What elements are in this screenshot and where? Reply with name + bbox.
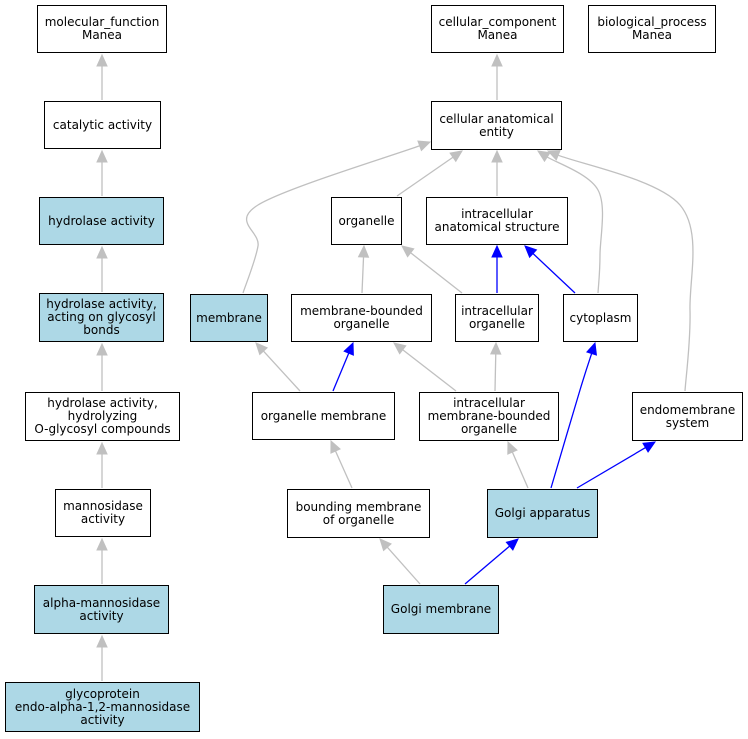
arrowhead-hydrolase_oglycosyl-to-hydrolase_glycosyl [96,342,108,356]
arrowhead-glycoprotein-to-alpha_mannosidase [96,634,108,648]
edge-golgi_membrane-to-bounding_membrane [386,546,421,585]
arrowhead-golgi_apparatus-to-endomembrane [642,441,657,453]
node-organelle-membrane[interactable]: organelle membrane [252,392,395,440]
node-golgi-apparatus[interactable]: Golgi apparatus [487,489,598,538]
node-molecular-function[interactable]: molecular_function Manea [37,5,167,53]
arrowhead-hydrolase_glycosyl-to-hydrolase_activity [96,245,108,259]
arrowhead-catalytic_activity-to-molecular_function [96,53,108,67]
arrowhead-mannosidase-to-hydrolase_oglycosyl [96,441,108,455]
arrowhead-golgi_apparatus-to-intracellular_membrane_bounded [507,440,518,455]
node-catalytic-activity[interactable]: catalytic activity [44,101,161,149]
arrowhead-cellular_anatomical-to-cellular_component [491,53,503,67]
arrowhead-intracellular_membrane_bounded-to-intracellular_organelle [489,341,502,355]
arrowhead-cytoplasm-to-cellular_anatomical [536,150,551,163]
node-endomembrane-system[interactable]: endomembrane system [632,392,743,441]
node-intracellular-organelle[interactable]: intracellular organelle [455,294,539,342]
node-intracellular-anatomical-structure[interactable]: intracellular anatomical structure [426,197,568,245]
node-cellular-component[interactable]: cellular_component Manea [431,5,564,53]
node-glycoprotein-endo-alpha-mannosidase[interactable]: glycoprotein endo-alpha-1,2-mannosidase … [5,682,200,732]
edge-membrane_bounded-to-organelle [361,256,365,294]
edge-organelle_membrane-to-membrane [262,350,301,392]
arrowhead-golgi_membrane-to-golgi_apparatus [505,538,519,551]
arrowhead-organelle_membrane-to-membrane_bounded [343,341,354,356]
edge-organelle_membrane-to-membrane_bounded [332,352,350,392]
edge-golgi_apparatus-to-cytoplasm [550,353,593,489]
node-biological-process[interactable]: biological_process Manea [588,5,716,53]
node-intracellular-membrane-bounded-organelle[interactable]: intracellular membrane-bounded organelle [419,392,559,441]
node-hydrolase-o-glycosyl[interactable]: hydrolase activity, hydrolyzing O-glycos… [25,392,180,441]
edge-cytoplasm-to-cellular_anatomical [546,156,604,294]
node-cytoplasm[interactable]: cytoplasm [563,294,638,342]
arrowhead-organelle-to-cellular_anatomical [449,150,463,163]
arrowhead-intracellular_organelle-to-organelle [401,245,415,258]
arrowhead-intracellular_anatomical-to-cellular_anatomical [491,149,503,163]
node-mannosidase-activity[interactable]: mannosidase activity [55,489,151,537]
arrowhead-bounding_membrane-to-organelle_membrane [330,439,341,454]
edge-golgi_apparatus-to-intracellular_membrane_bounded [511,451,529,489]
edge-intracellular_membrane_bounded-to-intracellular_organelle [494,353,497,392]
node-hydrolase-glycosyl-bonds[interactable]: hydrolase activity, acting on glycosyl b… [39,293,164,342]
edge-endomembrane-to-cellular_anatomical [557,154,694,392]
node-alpha-mannosidase-activity[interactable]: alpha-mannosidase activity [34,585,169,634]
edge-cytoplasm-to-intracellular_anatomical [532,253,576,294]
arrowhead-membrane_bounded-to-organelle [357,244,370,258]
edge-intracellular_organelle-to-organelle [410,252,463,294]
node-membrane-bounded-organelle[interactable]: membrane-bounded organelle [291,294,432,342]
arrowhead-organelle_membrane-to-membrane [255,342,269,356]
node-golgi-membrane[interactable]: Golgi membrane [383,585,499,634]
edge-intracellular_membrane_bounded-to-membrane_bounded [402,349,457,392]
arrowhead-golgi_apparatus-to-cytoplasm [586,341,598,356]
arrowhead-intracellular_membrane_bounded-to-membrane_bounded [393,342,407,355]
edge-golgi_apparatus-to-endomembrane [576,447,646,489]
node-organelle[interactable]: organelle [331,197,402,245]
arrowhead-alpha_mannosidase-to-mannosidase [96,537,108,551]
arrowhead-membrane-to-cellular_anatomical [417,140,432,152]
node-cellular-anatomical-entity[interactable]: cellular anatomical entity [431,101,562,150]
node-membrane[interactable]: membrane [190,294,268,342]
edge-golgi_membrane-to-golgi_apparatus [464,545,511,585]
arrowhead-golgi_membrane-to-bounding_membrane [379,538,392,552]
edge-membrane-to-cellular_anatomical [242,145,420,294]
arrowhead-endomembrane-to-cellular_anatomical [546,150,561,161]
node-bounding-membrane-of-organelle[interactable]: bounding membrane of organelle [287,489,430,538]
edge-bounding_membrane-to-organelle_membrane [334,450,353,489]
arrowhead-intracellular_organelle-to-intracellular_anatomical [491,244,503,258]
node-hydrolase-activity[interactable]: hydrolase activity [39,197,164,245]
arrowhead-cytoplasm-to-intracellular_anatomical [524,245,538,259]
arrowhead-hydrolase_activity-to-catalytic_activity [96,149,108,163]
edge-organelle-to-cellular_anatomical [396,156,454,197]
